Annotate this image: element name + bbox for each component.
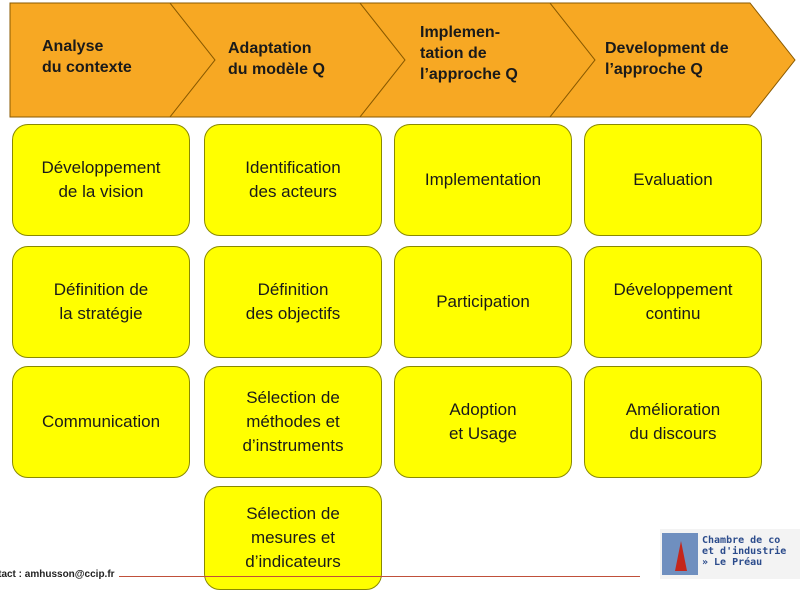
box-evaluation: Evaluation — [584, 124, 762, 236]
phase-label-1: Analyse du contexte — [42, 38, 132, 76]
box-implementation: Implementation — [394, 124, 572, 236]
phase-label-2: Adaptation du modèle Q — [228, 40, 325, 78]
logo: Chambre de co et d'industrie » Le Préau — [660, 529, 800, 579]
box-developpement-continu: Développement continu — [584, 246, 762, 358]
box-definition-objectifs: Définition des objectifs — [204, 246, 382, 358]
eiffel-tower-icon — [662, 533, 698, 575]
box-identification-acteurs: Identification des acteurs — [204, 124, 382, 236]
phase-chevrons — [9, 2, 796, 118]
phase-label-4: Development de l’approche Q — [605, 40, 729, 78]
contact-text: ntact : amhusson@ccip.fr — [0, 569, 119, 580]
box-communication: Communication — [12, 366, 190, 478]
box-developpement-vision: Développement de la vision — [12, 124, 190, 236]
footer-divider — [0, 576, 640, 577]
phase-label-3: Implemen- tation de l’approche Q — [420, 24, 518, 83]
chevron-phase-4 — [548, 2, 796, 118]
box-selection-methodes: Sélection de méthodes et d’instruments — [204, 366, 382, 478]
logo-text: Chambre de co et d'industrie » Le Préau — [702, 535, 787, 568]
box-adoption-usage: Adoption et Usage — [394, 366, 572, 478]
box-amelioration-discours: Amélioration du discours — [584, 366, 762, 478]
box-selection-mesures: Sélection de mesures et d’indicateurs — [204, 486, 382, 590]
box-definition-strategie: Définition de la stratégie — [12, 246, 190, 358]
box-participation: Participation — [394, 246, 572, 358]
